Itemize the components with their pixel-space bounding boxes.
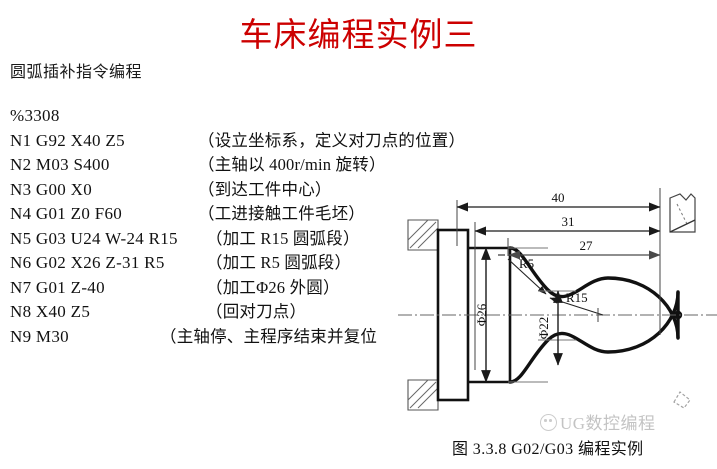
program-code: N3 G00 X0	[10, 179, 93, 199]
program-code: N8 X40 Z5	[10, 302, 91, 321]
chuck-jaw-lower	[407, 379, 439, 411]
table-row: N6 G02 X26 Z-31 R5 （加工 R5 圆弧段）	[10, 251, 440, 276]
subtitle: 圆弧插补指令编程	[10, 64, 143, 81]
table-row: N8 X40 Z5 （回对刀点）	[10, 300, 440, 325]
table-row: N9 M30 （主轴停、主程序结束并复位	[10, 325, 440, 350]
wechat-icon	[540, 414, 557, 431]
center-point-marker	[673, 310, 683, 320]
dimension-31-label: 31	[562, 214, 575, 229]
program-comment: （回对刀点）	[206, 302, 307, 321]
program-code: N5 G03 U24 W-24 R15	[10, 228, 178, 248]
radius-r15-label: R15	[566, 290, 588, 305]
program-comment: （加工Φ26 外圆）	[206, 277, 340, 297]
program-code: N1 G92 X40 Z5	[10, 130, 125, 150]
dimension-40: 40	[456, 190, 661, 212]
table-row: N5 G03 U24 W-24 R15 （加工 R15 圆弧段）	[10, 227, 440, 252]
radius-r5-label: R5	[519, 256, 534, 271]
table-row: N4 G01 Z0 F60 （工进接触工件毛坯）	[10, 202, 440, 227]
dimension-40-label: 40	[552, 190, 565, 205]
program-comment: （主轴停、主程序结束并复位	[160, 326, 378, 346]
program-code: N7 G01 Z-40	[10, 277, 105, 297]
program-listing: %3308 N1 G92 X40 Z5 （设立坐标系，定义对刀点的位置） N2 …	[10, 104, 465, 350]
table-row: N7 G01 Z-40 （加工Φ26 外圆）	[10, 276, 440, 301]
workpiece-profile-upper	[508, 246, 680, 340]
table-row: N1 G92 X40 Z5 （设立坐标系，定义对刀点的位置）	[10, 129, 465, 154]
workpiece-profile-lower	[508, 290, 680, 384]
program-comment: （到达工件中心）	[198, 179, 332, 199]
dimension-phi22-label: Φ22	[536, 317, 551, 340]
table-row: N3 G00 X0 （到达工件中心）	[10, 178, 440, 203]
dimension-27: 27	[508, 238, 661, 260]
chuck-jaw-upper	[407, 219, 439, 251]
program-comment: （加工 R15 圆弧段）	[206, 228, 360, 248]
program-header: %3308	[10, 106, 60, 125]
figure-caption: 图 3.3.8 G02/G03 编程实例	[452, 441, 644, 458]
radius-r5-annotation: R5	[507, 256, 547, 295]
technical-drawing: 40 31 27 R5 R15	[398, 160, 717, 440]
extension-lines	[456, 188, 661, 370]
tool-insert-icon	[669, 193, 696, 233]
program-code: N6 G02 X26 Z-31 R5	[10, 253, 165, 272]
table-row: N2 M03 S400 （主轴以 400r/min 旋转）	[10, 153, 440, 178]
dimension-phi22: Φ22	[536, 290, 576, 366]
dimension-phi26: Φ26	[474, 247, 548, 383]
program-comment: （设立坐标系，定义对刀点的位置）	[198, 130, 466, 150]
program-comment: （工进接触工件毛坯）	[198, 204, 365, 223]
program-code: N2 M03 S400	[10, 155, 110, 174]
dimension-phi26-label: Φ26	[474, 303, 489, 326]
program-code: N9 M30	[10, 326, 69, 346]
watermark: UG数控编程	[540, 409, 656, 434]
dimension-31: 31	[474, 214, 661, 236]
watermark-text: UG数控编程	[560, 414, 656, 433]
program-row: %3308	[10, 104, 440, 129]
page-title: 车床编程实例三	[239, 18, 478, 54]
program-comment: （加工 R5 圆弧段）	[206, 253, 352, 272]
tool-path-arrow-icon	[673, 391, 691, 409]
program-comment: （主轴以 400r/min 旋转）	[198, 155, 386, 174]
dimension-27-label: 27	[580, 238, 594, 253]
program-code: N4 G01 Z0 F60	[10, 204, 123, 223]
